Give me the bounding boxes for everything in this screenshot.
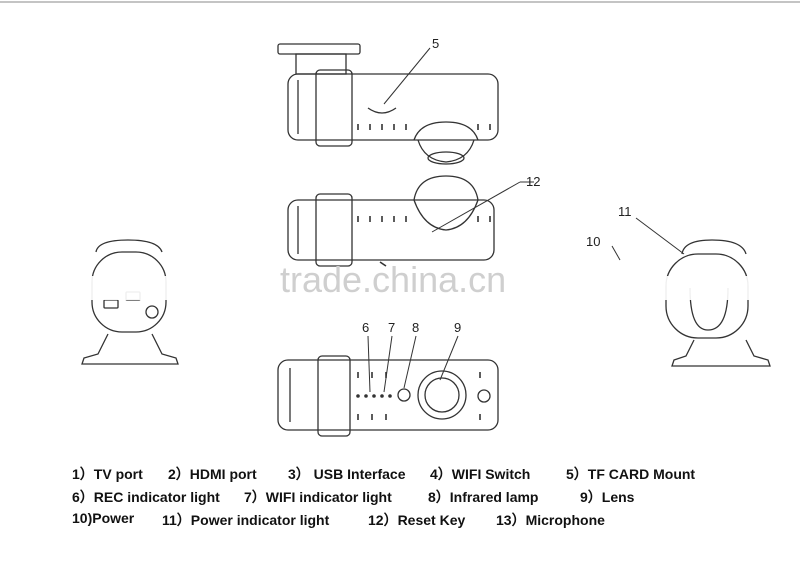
camera-right-end-view [665,239,771,367]
callout-6: 6 [362,320,369,335]
callout-9: 9 [454,320,461,335]
legend-item: 3） USB Interface [288,466,406,482]
camera-front-view [277,355,499,437]
legend-item: 1）TV port [72,466,143,482]
watermark-text: trade.china.cn [280,259,506,300]
legend-item: 7）WIFI indicator light [244,489,392,505]
callout-11: 11 [618,204,632,219]
camera-top-view [277,43,499,165]
callout-10: 10 [586,234,600,249]
camera-left-end-view [81,239,179,365]
legend-item: 6）REC indicator light [72,489,220,505]
legend-item: 10)Power [72,510,135,526]
legend-row-3: 10)Power 11）Power indicator light 12）Res… [72,510,792,533]
legend-item: 12）Reset Key [368,512,466,528]
parts-legend: 1）TV port 2）HDMI port 3） USB Interface 4… [72,464,792,533]
legend-item: 4）WIFI Switch [430,466,531,482]
legend-item: 13）Microphone [496,512,605,528]
legend-item: 8）Infrared lamp [428,489,539,505]
legend-item: 9）Lens [580,489,635,505]
legend-row-2: 6）REC indicator light 7）WIFI indicator l… [72,487,792,510]
callout-5: 5 [432,36,439,51]
legend-item: 2）HDMI port [168,466,257,482]
callout-12: 12 [526,174,540,189]
callout-8: 8 [412,320,419,335]
legend-item: 11）Power indicator light [162,512,330,528]
legend-item: 5）TF CARD Mount [566,466,696,482]
legend-row-1: 1）TV port 2）HDMI port 3） USB Interface 4… [72,464,792,487]
camera-side-view [287,175,495,267]
callout-7: 7 [388,320,395,335]
